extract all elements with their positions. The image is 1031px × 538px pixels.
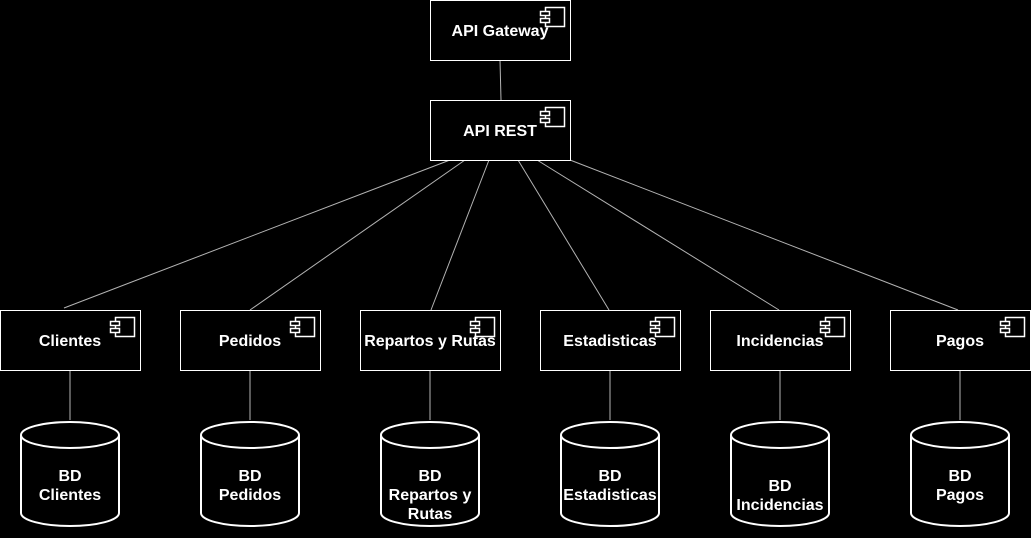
db-label-line: BD — [598, 468, 621, 485]
db-repartos[interactable]: BD Repartos y Rutas — [380, 421, 480, 527]
component-icon — [109, 316, 136, 338]
db-label-line: BD — [58, 468, 81, 485]
service-label: Clientes — [39, 333, 101, 350]
service-label: Estadisticas — [563, 333, 656, 350]
service-pagos[interactable]: Pagos — [890, 310, 1031, 371]
db-label-line: Incidencias — [736, 497, 823, 514]
edge-gateway-api — [499, 59, 502, 101]
db-label-line: Pedidos — [219, 487, 281, 504]
api-gateway-node[interactable]: API Gateway — [430, 0, 571, 61]
db-pedidos[interactable]: BD Pedidos — [200, 421, 300, 527]
component-icon — [999, 316, 1026, 338]
edge-api-estadisticas — [517, 159, 610, 311]
db-label-line: Clientes — [39, 487, 101, 504]
service-pedidos[interactable]: Pedidos — [180, 310, 321, 371]
db-estadisticas[interactable]: BD Estadisticas — [560, 421, 660, 527]
service-repartos[interactable]: Repartos y Rutas — [360, 310, 501, 371]
service-incidencias[interactable]: Incidencias — [710, 310, 851, 371]
service-clientes[interactable]: Clientes — [0, 310, 141, 371]
db-label-line: BD — [418, 468, 441, 485]
service-label: Pagos — [936, 333, 984, 350]
edge-api-clientes — [63, 159, 451, 309]
db-clientes[interactable]: BD Clientes — [20, 421, 120, 527]
component-icon — [469, 316, 496, 338]
db-label-line: BD — [768, 478, 791, 495]
edge-api-repartos — [430, 159, 490, 311]
edge-api-incidencias — [536, 159, 780, 311]
api-gateway-label: API Gateway — [452, 23, 549, 40]
db-label-line: BD — [948, 468, 971, 485]
db-label-line: Estadisticas — [563, 487, 656, 504]
component-icon — [649, 316, 676, 338]
api-rest-node[interactable]: API REST — [430, 100, 571, 161]
component-icon — [539, 106, 566, 128]
db-label-line: Pagos — [936, 487, 984, 504]
db-label-line: Repartos y — [389, 487, 472, 504]
db-label-line: Rutas — [408, 506, 453, 523]
edge-api-pagos — [569, 159, 959, 311]
db-label-line: BD — [238, 468, 261, 485]
service-estadisticas[interactable]: Estadisticas — [540, 310, 681, 371]
service-label: Incidencias — [736, 333, 823, 350]
db-pagos[interactable]: BD Pagos — [910, 421, 1010, 527]
api-rest-label: API REST — [463, 123, 537, 140]
service-label: Pedidos — [219, 333, 281, 350]
connectors — [63, 59, 961, 420]
component-icon — [539, 6, 566, 28]
component-icon — [819, 316, 846, 338]
component-icon — [289, 316, 316, 338]
edge-api-pedidos — [249, 159, 466, 311]
db-incidencias[interactable]: BD Incidencias — [730, 421, 830, 527]
service-label: Repartos y Rutas — [364, 333, 496, 350]
